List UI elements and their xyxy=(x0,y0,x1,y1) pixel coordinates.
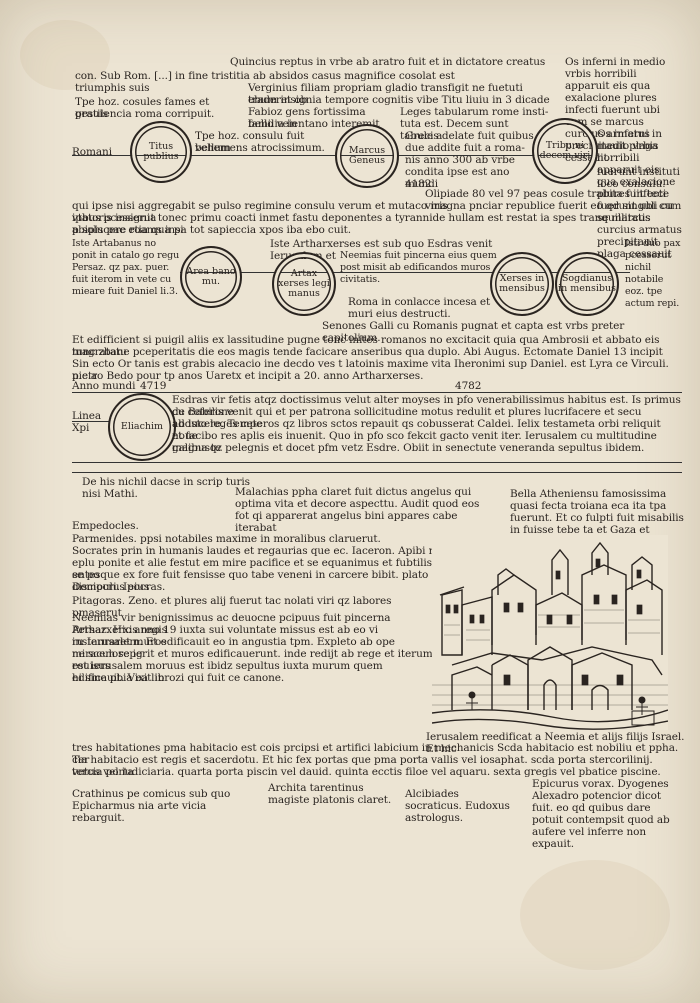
philosopher-line: eplu ponite et alie festut em mire pacif… xyxy=(72,557,432,581)
header-line1: Quincius reptus in vrbe ab aratro fuit e… xyxy=(230,56,546,68)
paper-stain xyxy=(520,860,670,970)
center-line: Leges tabularum rome insti- xyxy=(400,106,549,118)
center-line: nis anno 300 ab vrbe condita ipse est an… xyxy=(405,154,519,190)
medallion-marcus: Marcus Geneus xyxy=(335,124,399,188)
anno-mundi-left: 4719 xyxy=(140,380,167,392)
esdras-line: cu ceteris venit qui et per patrona soll… xyxy=(172,406,645,430)
neemias-line: hi sine pbia ea librozi qui fuit ce cano… xyxy=(72,672,285,684)
mid-para-line: p solu pac etia qua pa tot sapieccia xpo… xyxy=(72,224,351,236)
esdras-line: Esdras vir fetis atqz doctissimus velut … xyxy=(172,394,684,418)
isti-duo-note: Isti duo pax pcesserut nichil notabile e… xyxy=(625,238,684,309)
linea-rule xyxy=(72,421,112,422)
paper-stain xyxy=(20,20,110,90)
esdras-line: galibusqz pelegnis et docet pfm vetz Esd… xyxy=(172,442,645,454)
alcibiades-note: Alcibiades socraticus. Eudoxus astrologu… xyxy=(405,788,514,824)
neemias-line: Neemias vir benignissimus ac deuocne pci… xyxy=(72,612,394,636)
philosopher-line: Parmenides. ppsi notabiles maxime in mor… xyxy=(72,533,381,545)
tribuni-note: Os inferni in medio vrbis horribili appa… xyxy=(597,128,686,260)
mid-para-line: qui ipse nisi aggregabit se pulso regimi… xyxy=(72,200,677,224)
artabanus-note: Iste Artabanus no ponit in catalo go reg… xyxy=(72,238,183,297)
header-line2: con. Sub Rom. [...] in fine tristitia ab… xyxy=(75,70,458,94)
section-rule xyxy=(72,472,682,473)
philosopher-line: Socrates prin in humanis laudes et regau… xyxy=(72,545,442,557)
esdras-intro-line: tunc zbane pceperitatis die eos magis te… xyxy=(72,346,663,358)
esdras-intro-line: Et edifficient si puigil aliis ex lassit… xyxy=(72,334,663,358)
lineage-rule xyxy=(72,155,597,156)
tres-line: vetus vel iudiciaria. quarta porta pisci… xyxy=(72,766,661,778)
philosopher-line: Empedocles. xyxy=(72,520,139,532)
archita-note: Archita tarentinus magiste platonis clar… xyxy=(268,782,392,806)
esdras-line: ab isto leges ceteros qz libros sctos re… xyxy=(172,418,664,442)
medallion-xerxes: Xerses in mensibus xyxy=(490,252,554,316)
neemias-line: est ierusalem moruus est ibidz sepultus … xyxy=(72,660,386,684)
neemias-line: Persaz. Hic anno 19 iuxta sui voluntate … xyxy=(72,624,382,648)
medallion-titus: Titus publius xyxy=(130,121,192,183)
romani-label: Romani xyxy=(72,146,112,158)
philosopher-line: Democri. Ipocras. xyxy=(72,581,166,593)
ierusalem-caption: Ierusalem reedificat a Neemia et alijs f… xyxy=(426,731,688,755)
left-col-line: pestilencia roma corripuit. xyxy=(75,108,215,120)
anno-mundi-right: 4782 xyxy=(455,380,482,392)
center-line: ebum insignia tempore cognitis vibe Titu… xyxy=(248,94,550,106)
fuerunt-note: fuerunt instituti loco consulu. xyxy=(597,166,684,190)
medallion-sogdianus: Sogdianus in mensibus xyxy=(555,252,619,316)
senones-note: Senones Galli cu Romanis pugnat et capta… xyxy=(322,320,628,344)
neemias-pincerna-note: Neemias fuit pincerna eius quem post mis… xyxy=(340,250,500,285)
malachias-note: Malachias ppha claret fuit dictus angelu… xyxy=(235,486,483,534)
olimpiade-line: Olipiade 80 vel 97 peas cosule trabita f… xyxy=(425,188,673,212)
tres-line: tres habitationes pma habitacio est cois… xyxy=(72,742,682,766)
medallion-artaxerxes: Artax xerses legi manus xyxy=(272,252,336,316)
left-col-line: Tpe hoz. cosules fames et grauis xyxy=(75,96,213,120)
center-line: tuta est. Decem sunt tabule a xyxy=(400,118,512,142)
mid-para-line: vtbus pcesserut tonec primu coacti inmet… xyxy=(72,212,654,236)
de-his-note: De his nichil dacse in scrip turis nisi … xyxy=(82,476,254,500)
persian-lineage-rule xyxy=(180,272,630,273)
neemias-line: ru Ierusalem. Et edificauit eo in angust… xyxy=(72,636,399,660)
medallion-eliachim: Eliachim xyxy=(108,393,176,461)
esdras-intro-line: Sin ecto Or tanis est grabis alecacio in… xyxy=(72,358,672,382)
anno-mundi-label: Anno mundi xyxy=(72,380,136,392)
section-rule xyxy=(72,462,682,463)
esdras-line: et facibo res aplis eis inuenit. Quo in … xyxy=(172,430,661,454)
center-line: Verginius filiam propriam gladio transfi… xyxy=(248,82,526,106)
left-col-line: vehemens atrocissimum. xyxy=(195,142,325,154)
jerusalem-woodcut xyxy=(432,535,668,730)
medallion-tribuni: Tribu ni decem viri xyxy=(532,118,598,184)
tres-line: cia habitacio est regis et sacerdotu. Et… xyxy=(72,754,656,778)
esdras-intro-line: pietro Bedo pour tp anos Uaretx et incip… xyxy=(72,370,424,382)
center-line: due addite fuit a roma- xyxy=(405,142,525,154)
center-line: 4182. xyxy=(405,178,435,190)
medallion-artabanus: Area bano mu. xyxy=(180,246,242,308)
left-col-line: Tpe hoz. consulu fuit bellum xyxy=(195,130,308,154)
philosopher-line: Pitagoras. Zeno. et plures alij fuerut t… xyxy=(72,595,395,619)
crathinus-note: Crathinus pe comicus sub quo Epicharmus … xyxy=(72,788,234,824)
bella-note: Bella Atheniensu famosissima quasi fecta… xyxy=(510,488,684,548)
epicurus-note: Epicurus vorax. Dyogenes Alexadro potenc… xyxy=(532,778,673,850)
neemias-line: ne scem reperit et muros edificauerunt. … xyxy=(72,648,433,672)
anno-mundi-rule xyxy=(72,392,682,393)
philosopher-line: entesque ex fore fuit fensisse quo tabe … xyxy=(72,569,432,593)
center-line: Grecis delate fuit quibus xyxy=(405,130,534,142)
roma-incensa-note: Roma in conlacce incesa et muri eius des… xyxy=(348,296,494,320)
center-line: Fabioz gens fortissima familia in xyxy=(248,106,369,130)
linea-label: Linea Xpi xyxy=(72,410,105,434)
